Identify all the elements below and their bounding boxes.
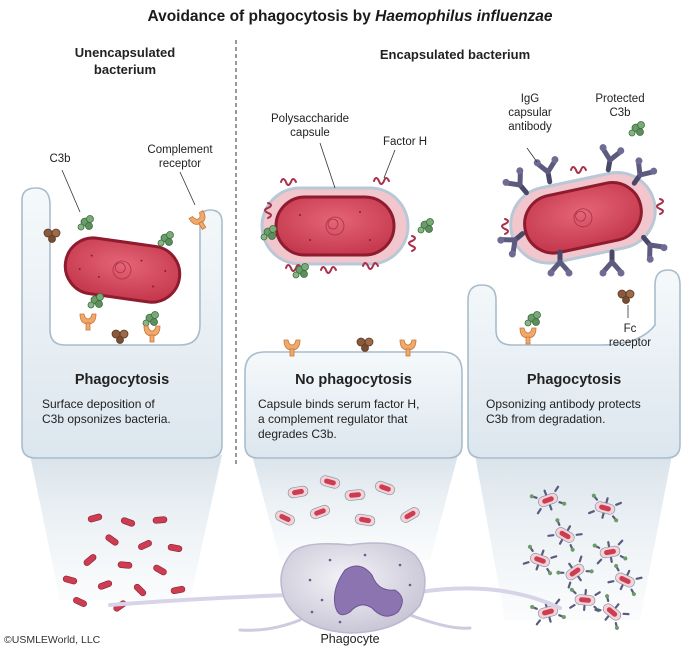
middle-box-description: Capsule binds serum factor H, a compleme… — [258, 397, 420, 441]
left-panel-heading: Unencapsulated bacterium — [74, 45, 176, 77]
phagocyte-cell — [108, 542, 562, 634]
label-fc-receptor: Fc receptor — [608, 323, 652, 349]
middle-phagocyte-cell — [244, 351, 463, 459]
igg-antibody — [596, 144, 625, 172]
middle-box-title: No phagocytosis — [295, 372, 412, 388]
label-polysaccharide-capsule: Polysaccharide capsule — [271, 113, 349, 139]
c3b-protein — [524, 311, 541, 327]
complement-receptor — [79, 313, 97, 331]
igg-pointer — [526, 147, 538, 163]
factor-h — [280, 178, 297, 186]
factor-h — [501, 218, 509, 235]
complement-receptor — [143, 325, 161, 343]
factor-h — [656, 198, 664, 215]
complement-receptor — [519, 327, 537, 345]
right-bacterium — [509, 171, 657, 265]
fc-receptor-brown — [356, 337, 374, 352]
encapsulated-heading: Encapsulated bacterium — [379, 47, 531, 62]
middle-bacterium — [260, 186, 410, 266]
label-c3b: C3b — [49, 153, 71, 165]
label-phagocyte: Phagocyte — [320, 632, 380, 646]
fc-receptor-brown — [111, 329, 129, 344]
c3b-protein — [142, 311, 159, 327]
left-beam — [30, 455, 222, 600]
c3b-pointer — [61, 169, 81, 213]
diagram-title: Avoidance of phagocytosis by Haemophilus… — [147, 8, 553, 25]
label-igg-capsular-antibody: IgG capsular antibody — [508, 93, 552, 133]
factor-h-pointer — [383, 149, 396, 179]
right-phagocyte-cell — [467, 269, 681, 459]
factor-h — [570, 166, 587, 174]
copyright-notice: ©USMLEWorld, LLC — [4, 634, 101, 646]
receptor-pointer — [179, 171, 196, 206]
left-bacterium — [63, 236, 182, 304]
label-complement-receptor: Complement receptor — [147, 144, 213, 170]
capsule-pointer — [319, 142, 336, 189]
right-box-title: Phagocytosis — [526, 372, 622, 388]
c3b-protein — [417, 218, 434, 234]
igg-antibody — [600, 252, 625, 277]
c3b-protein — [77, 215, 94, 231]
left-box-title: Phagocytosis — [74, 372, 170, 388]
right-box-description: Opsonizing antibody protects C3b from de… — [486, 397, 641, 426]
c3b-protein — [87, 293, 104, 309]
c3b-protein — [157, 231, 174, 247]
factor-h — [320, 266, 337, 274]
fc-receptor — [617, 289, 635, 304]
middle-beam — [252, 455, 458, 560]
label-protected-c3b: Protected C3b — [595, 93, 645, 119]
protected-c3b — [628, 121, 645, 137]
igg-antibody — [533, 156, 562, 184]
label-factor-h: Factor H — [382, 136, 428, 148]
left-box-description: Surface deposition of C3b opsonizes bact… — [42, 397, 171, 426]
factor-h — [408, 235, 416, 252]
factor-h — [373, 177, 390, 185]
